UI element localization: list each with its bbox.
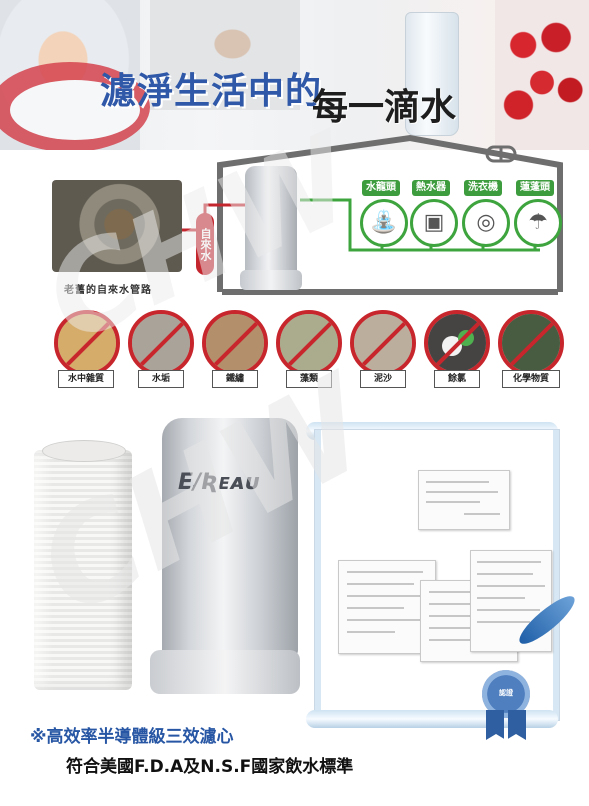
water-glass-image	[405, 12, 459, 136]
brand-logo: E/Ʀᴇᴀᴜ	[178, 470, 259, 495]
bath-foam-image	[10, 80, 140, 140]
contaminant-scale	[128, 310, 194, 376]
shower-head-icon: ☂	[528, 210, 548, 235]
filter-cartridge-image	[34, 450, 132, 690]
contaminant-sediment	[350, 310, 416, 376]
contaminant-label: 藻類	[286, 370, 332, 388]
standard-caption: 符合美國F.D.A及N.S.F國家飲水標準	[66, 757, 354, 777]
contaminant-rust	[202, 310, 268, 376]
contaminant-chlorine	[424, 310, 490, 376]
filter-housing-base	[150, 650, 300, 694]
outlet-pipe	[300, 198, 540, 252]
hero-banner	[0, 0, 589, 150]
contaminant-impurities	[54, 310, 120, 376]
contaminant-chemicals	[498, 310, 564, 376]
old-pipe-photo	[52, 180, 182, 272]
contaminant-algae	[276, 310, 342, 376]
appliance-washer: ◎	[462, 199, 510, 247]
water-heater-icon: ▣	[423, 210, 445, 235]
appliance-faucet: ⛲	[360, 199, 408, 247]
contaminant-label: 泥沙	[360, 370, 406, 388]
contaminant-label: 水中雜質	[58, 370, 114, 388]
filter-cartridge-cap	[42, 440, 126, 462]
certificate-document	[418, 470, 510, 530]
contaminant-label: 餘氯	[434, 370, 480, 388]
feature-caption: ※高效率半導體級三效濾心	[30, 727, 234, 747]
appliance-label-faucet: 水龍頭	[362, 180, 400, 196]
tomatoes-photo	[495, 0, 589, 150]
contaminant-label: 鐵繡	[212, 370, 258, 388]
old-pipe-caption: 老舊的自來水管路	[64, 285, 152, 296]
appliance-label-shower: 蓮蓬頭	[516, 180, 554, 196]
contaminant-label: 水垢	[138, 370, 184, 388]
face-washing-photo	[150, 0, 300, 110]
contaminant-label: 化學物質	[502, 370, 560, 388]
test-report-document	[338, 560, 436, 654]
headline-part2: 每一滴水	[312, 86, 457, 128]
house-outline	[217, 134, 563, 292]
medal-label: 認證	[499, 689, 513, 697]
award-ribbon-icon	[486, 710, 526, 740]
appliance-label-washer: 洗衣機	[464, 180, 502, 196]
filter-housing-small-image	[245, 166, 297, 276]
filter-base-small-image	[240, 270, 302, 290]
headline-part1: 濾淨生活中的	[100, 71, 323, 112]
tap-water-badge: 自來水	[196, 213, 214, 275]
washing-machine-icon: ◎	[476, 210, 496, 235]
filter-housing-image	[162, 418, 298, 658]
appliance-heater: ▣	[410, 199, 458, 247]
appliance-label-heater: 熱水器	[412, 180, 450, 196]
appliance-shower: ☂	[514, 199, 562, 247]
faucet-icon: ⛲	[370, 210, 398, 235]
